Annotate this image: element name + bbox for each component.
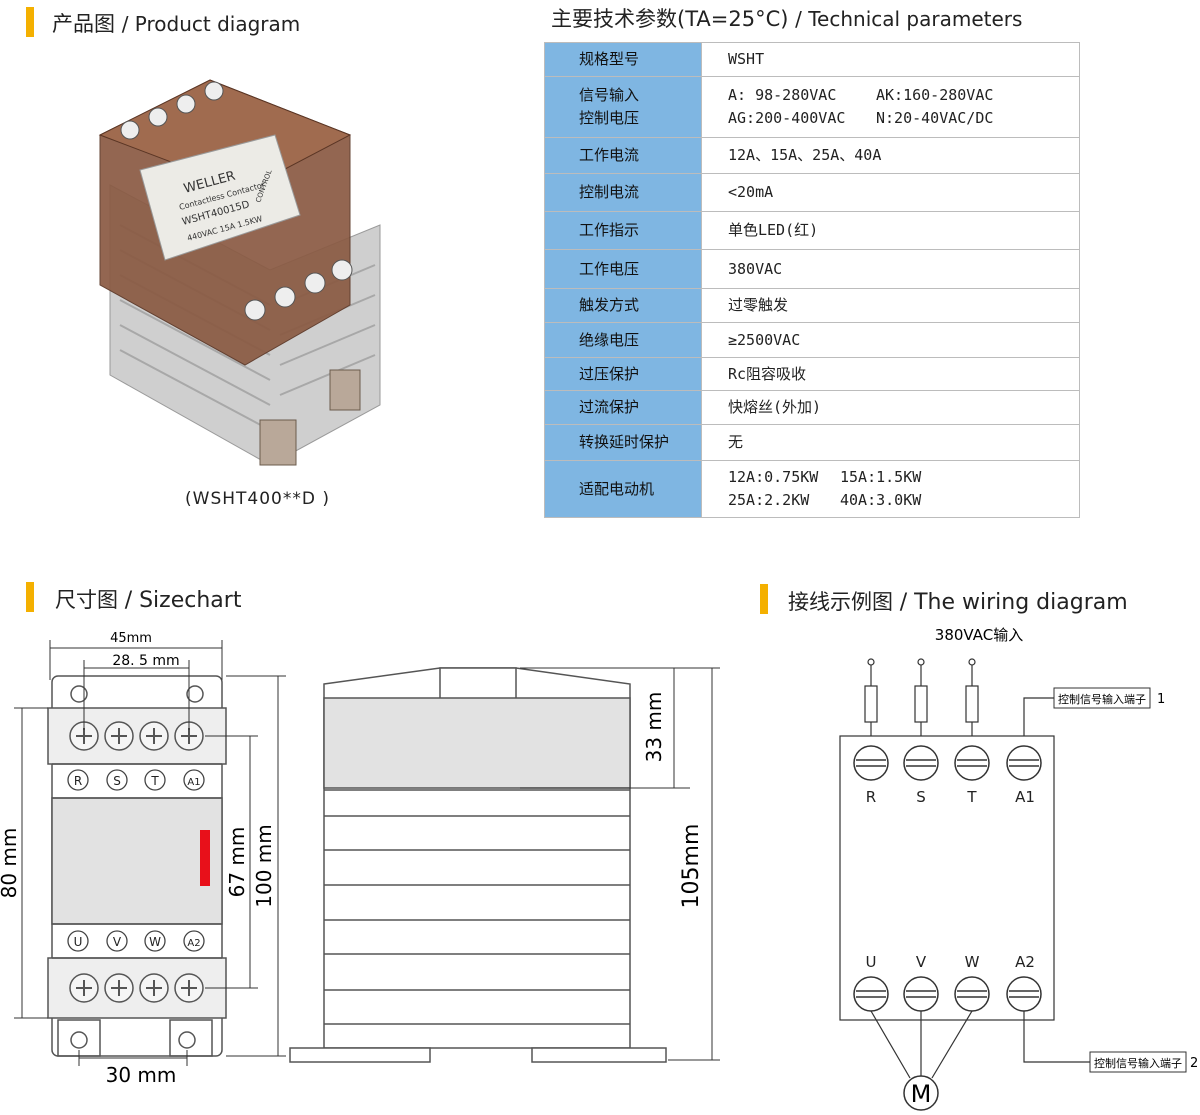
product-photo: WELLER Contactless Contactor WSHT40015D …	[98, 79, 381, 466]
wiring-input-label: 380VAC输入	[935, 626, 1023, 644]
wiring-term-U: U	[866, 953, 877, 971]
wiring-term-R: R	[866, 788, 876, 806]
table-row: 规格型号 WSHT	[544, 42, 1080, 77]
dim-30: 30 mm	[106, 1063, 177, 1087]
table-row: 绝缘电压 ≥2500VAC	[544, 322, 1080, 358]
table-row: 工作指示 单色LED(红)	[544, 211, 1080, 250]
product-title: 产品图 / Product diagram	[52, 12, 301, 36]
wiring-term-A2: A2	[1015, 953, 1035, 971]
size-term-S: S	[113, 774, 121, 788]
table-row: 工作电压 380VAC	[544, 249, 1080, 289]
section-marker	[26, 7, 34, 37]
size-term-W: W	[149, 935, 161, 949]
ctrl-label-1: 控制信号输入端子	[1058, 692, 1146, 706]
section-marker	[760, 584, 768, 614]
section-marker	[26, 582, 34, 612]
dim-45: 45mm	[110, 631, 152, 646]
product-caption: (WSHT400**D )	[185, 489, 330, 509]
size-term-R: R	[74, 774, 82, 788]
size-term-A1: A1	[187, 777, 200, 788]
table-row: 控制电流 <20mA	[544, 173, 1080, 212]
size-term-T: T	[150, 774, 159, 788]
wiring-title: 接线示例图 / The wiring diagram	[788, 590, 1128, 615]
size-title: 尺寸图 / Sizechart	[55, 588, 242, 613]
dim-67: 67 mm	[225, 827, 249, 898]
wiring-term-A1: A1	[1015, 788, 1035, 806]
dim-100: 100 mm	[252, 824, 276, 908]
dim-33: 33 mm	[642, 692, 666, 763]
size-chart: R S T A1 U V W A2 45mm 28. 5 mm 80 mm 67…	[0, 631, 720, 1087]
table-row: 过流保护 快熔丝(外加)	[544, 390, 1080, 425]
motor-label: M	[911, 1080, 932, 1108]
led-indicator	[200, 830, 210, 886]
wiring-term-T: T	[966, 788, 977, 806]
table-row: 触发方式 过零触发	[544, 288, 1080, 323]
wiring-diagram: 380VAC输入 控制信号输入端子 1 R S T A1 U V W A2	[839, 626, 1198, 1111]
table-row: 工作电流 12A、15A、25A、40A	[544, 137, 1080, 174]
ctrl-label-2: 控制信号输入端子	[1094, 1056, 1182, 1070]
wiring-term-W: W	[965, 953, 980, 971]
motor-symbol	[903, 1075, 939, 1111]
table-row: 转换延时保护 无	[544, 424, 1080, 461]
dim-105: 105mm	[679, 824, 704, 909]
wiring-term-S: S	[916, 788, 926, 806]
ctrl-label-2-num: 2	[1190, 1056, 1198, 1071]
wiring-term-V: V	[916, 953, 927, 971]
table-row: 过压保护 Rc阻容吸收	[544, 357, 1080, 391]
dim-80: 80 mm	[0, 828, 21, 899]
params-title: 主要技术参数(TA=25°C) / Technical parameters	[551, 7, 1023, 31]
dim-28-5: 28. 5 mm	[112, 653, 179, 669]
size-term-A2: A2	[187, 938, 200, 949]
ctrl-label-1-num: 1	[1157, 692, 1165, 707]
size-term-V: V	[113, 935, 122, 949]
size-term-U: U	[74, 935, 83, 949]
